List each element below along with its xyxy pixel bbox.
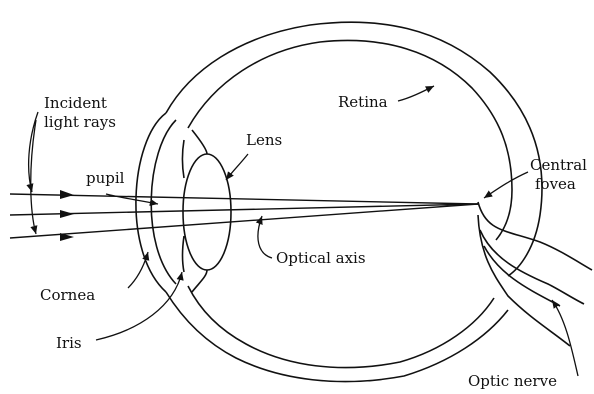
optic-nerve-fibre-1 bbox=[480, 230, 584, 304]
label-incident-line2: light rays bbox=[44, 113, 116, 131]
leader-retina bbox=[398, 86, 434, 101]
label-central-line2: fovea bbox=[535, 175, 576, 193]
light-ray-1 bbox=[10, 194, 478, 204]
leader-iris bbox=[96, 272, 182, 340]
leader-optic-nerve bbox=[552, 300, 578, 376]
ciliary-lower bbox=[192, 270, 207, 292]
label-pupil: pupil bbox=[86, 169, 125, 187]
iris-upper bbox=[183, 140, 185, 178]
leader-lens bbox=[226, 154, 248, 180]
label-cornea: Cornea bbox=[40, 286, 95, 304]
label-optic-nerve: Optic nerve bbox=[468, 372, 557, 390]
ray-arrowhead-2 bbox=[60, 210, 74, 218]
iris-lower bbox=[183, 236, 185, 272]
leader-fovea bbox=[484, 172, 528, 198]
leader-incident bbox=[29, 112, 38, 192]
label-lens: Lens bbox=[246, 131, 282, 149]
label-incident-line1: Incident bbox=[44, 94, 107, 112]
lens-shape bbox=[183, 154, 231, 270]
label-iris: Iris bbox=[56, 334, 82, 352]
optic-nerve-lower bbox=[478, 215, 570, 346]
ray-arrowhead-1 bbox=[60, 190, 74, 199]
ciliary-upper bbox=[192, 130, 207, 154]
cornea-inner bbox=[151, 120, 176, 284]
label-retina: Retina bbox=[338, 93, 388, 111]
label-central-line1: Central bbox=[530, 156, 587, 174]
leader-optical-axis bbox=[258, 216, 272, 258]
leader-pupil bbox=[106, 194, 158, 204]
label-optical-axis: Optical axis bbox=[276, 249, 366, 267]
